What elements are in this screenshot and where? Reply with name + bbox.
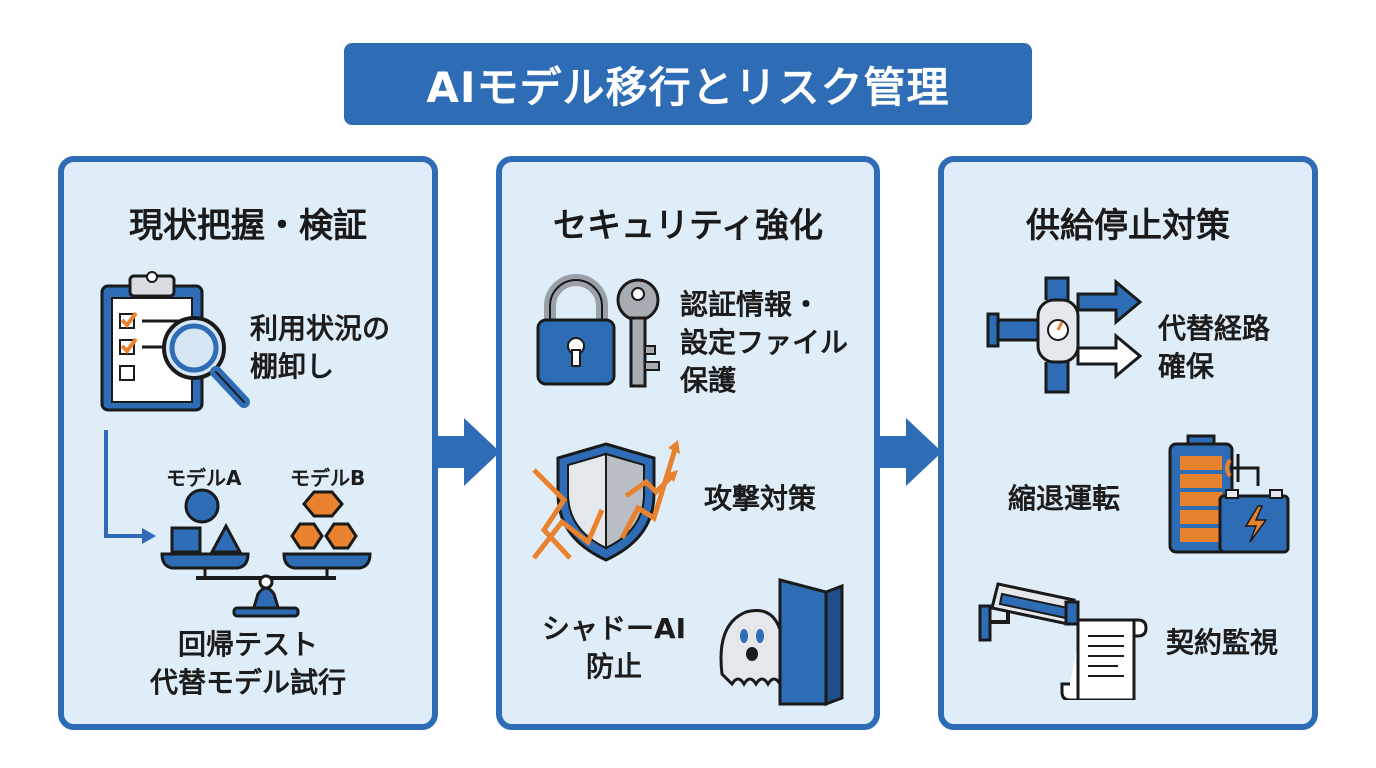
model-b-label: モデルB <box>290 466 366 490</box>
page-title: AIモデル移行とリスク管理 <box>426 62 950 112</box>
shield-arrows-icon <box>532 440 680 562</box>
item-label: 契約監視 <box>1166 626 1279 659</box>
clipboard-magnifier-icon <box>100 271 250 412</box>
flow-arrow-icon <box>878 418 942 486</box>
battery-icon <box>1168 434 1290 554</box>
pipe-valve-icon <box>986 276 1143 394</box>
title-banner: AIモデル移行とリスク管理 <box>344 43 1032 125</box>
item-label: 回帰テスト 代替モデル試行 <box>149 628 346 699</box>
panel-heading: セキュリティ強化 <box>553 206 823 246</box>
panel-current-state: 現状把握・検証 利用状況の 棚卸し モデルA モデルB <box>58 156 438 730</box>
ghost-wall-icon <box>719 578 844 707</box>
lock-key-icon <box>536 274 660 388</box>
panel-heading: 供給停止対策 <box>1026 206 1230 246</box>
item-label: 攻撃対策 <box>704 482 817 515</box>
item-label: シャドーAI 防止 <box>542 612 687 683</box>
flow-arrow-icon <box>436 418 500 486</box>
connector-arrow-icon <box>104 430 156 544</box>
item-label: 縮退運転 <box>1008 482 1121 515</box>
panel-supply: 供給停止対策 代替経路 確保 縮退運転 <box>938 156 1318 730</box>
camera-contract-icon <box>978 582 1148 700</box>
item-label: 代替経路 確保 <box>1158 312 1271 383</box>
item-label: 認証情報・ 設定ファイル 保護 <box>680 288 849 397</box>
panel-heading: 現状把握・検証 <box>129 206 367 246</box>
balance-scale-icon <box>160 488 372 618</box>
panel-security: セキュリティ強化 認証情報・ 設定ファイル 保護 攻撃対策 シャドーAI 防止 <box>496 156 880 730</box>
item-label: 利用状況の 棚卸し <box>250 312 391 383</box>
model-a-label: モデルA <box>166 466 242 490</box>
